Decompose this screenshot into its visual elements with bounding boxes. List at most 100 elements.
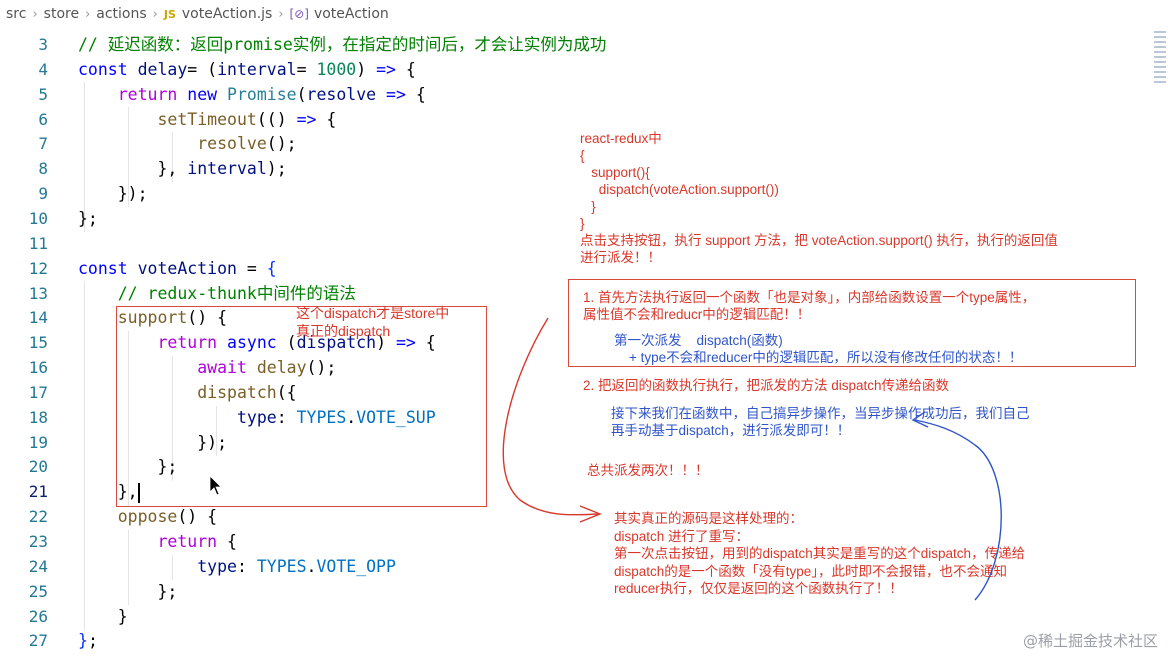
code-token: oppose: [117, 507, 178, 527]
watermark: @稀土掘金技术社区: [1022, 632, 1158, 650]
code-token: {: [395, 59, 416, 79]
code-token: },: [78, 482, 138, 502]
code-token: {: [415, 333, 436, 353]
code-token: await: [197, 358, 257, 378]
mouse-pointer-icon: [209, 475, 222, 496]
code-text: return new Promise(resolve => {: [78, 82, 426, 107]
chevron-right-icon: ›: [32, 6, 38, 22]
code-token: }: [78, 631, 88, 651]
breadcrumb-actions[interactable]: actions: [96, 6, 147, 22]
code-text: resolve();: [78, 131, 297, 156]
blue-curve-arrow: [914, 419, 1002, 601]
code-text: }, interval);: [78, 156, 287, 181]
code-token: = (: [187, 59, 218, 79]
line-number: 18: [28, 407, 48, 427]
line-number: 4: [38, 59, 48, 79]
code-text: // 延迟函数：返回promise实例，在指定的时间后，才会让实例为成功: [78, 32, 606, 57]
code-token: async: [227, 333, 287, 353]
code-token: );: [266, 159, 287, 179]
indent-guide: [128, 331, 129, 506]
code-token: }: [78, 606, 128, 626]
line-number: 24: [28, 556, 48, 576]
code-text: const voteAction = {: [78, 256, 277, 281]
red-curve-arrow: [502, 317, 599, 516]
code-token: // redux-thunk中间件的语法: [117, 283, 356, 303]
code-text: return async (dispatch) => {: [78, 330, 436, 355]
indent-guide: [172, 356, 173, 481]
code-token: setTimeout: [157, 109, 257, 129]
code-text: oppose() {: [78, 504, 217, 529]
indent-guide: [216, 406, 217, 456]
code-text: },: [78, 479, 140, 504]
code-token: =>: [386, 84, 406, 104]
code-token: };: [78, 457, 178, 477]
code-token: ();: [266, 134, 297, 154]
code-token: return: [117, 84, 188, 104]
code-token: };: [78, 581, 178, 601]
breadcrumb-store[interactable]: store: [43, 6, 80, 22]
line-number: 17: [28, 382, 48, 402]
code-token: resolve: [197, 134, 267, 154]
step1-note: 1. 首先方法执行返回一个函数「也是对象」，内部给函数设置一个type属性， 属…: [583, 290, 1036, 322]
code-token: () {: [177, 507, 218, 527]
line-number: 21: [28, 482, 48, 502]
line-number: 25: [28, 581, 48, 601]
breadcrumb-src[interactable]: src: [6, 6, 27, 22]
code-token: TYPES: [256, 556, 307, 576]
code-text: const delay= (interval= 1000) => {: [78, 57, 416, 82]
code-token: VOTE_SUP: [356, 407, 436, 427]
chevron-right-icon: ›: [152, 6, 158, 22]
source-code-note: 其实真正的源码是这样处理的： dispatch 进行了重写： 第一次点击按钮，用…: [614, 511, 1026, 596]
code-token: support: [117, 308, 188, 328]
line-number: 6: [38, 109, 48, 129]
code-text: await delay();: [78, 355, 336, 380]
line-number: 5: [38, 84, 48, 104]
line-number: 7: [38, 134, 48, 154]
code-token: ((): [256, 109, 297, 129]
code-token: },: [78, 159, 188, 179]
line-number: 15: [28, 333, 48, 353]
code-token: };: [78, 208, 98, 228]
box-label-note: 这个dispatch才是store中 真正的dispatch: [296, 305, 450, 339]
line-number: 26: [28, 606, 48, 626]
code-token: type: [197, 556, 237, 576]
code-token: .: [306, 556, 317, 576]
chevron-right-icon: ›: [278, 6, 284, 22]
code-text: type: TYPES.VOTE_OPP: [78, 554, 396, 579]
code-token: ): [356, 59, 377, 79]
javascript-file-icon: JS: [163, 7, 176, 21]
code-text: });: [78, 181, 148, 206]
code-token: =: [296, 59, 317, 79]
code-token: {: [405, 84, 426, 104]
code-text: return {: [78, 529, 236, 554]
line-number: 22: [28, 507, 48, 527]
indent-guide: [84, 281, 85, 631]
line-number: 8: [38, 159, 48, 179]
code-token: resolve: [306, 84, 377, 104]
code-token: =>: [376, 59, 396, 79]
line-number: 12: [28, 258, 48, 278]
code-token: dispatch: [296, 333, 377, 353]
minimap[interactable]: [1150, 28, 1168, 98]
line-number: 3: [38, 35, 48, 54]
line-number: 10: [28, 208, 48, 228]
code-token: type: [236, 407, 277, 427]
line-number: 11: [28, 233, 48, 253]
code-token: =>: [395, 333, 416, 353]
code-text: }: [78, 604, 128, 629]
breadcrumb-file[interactable]: voteAction.js: [181, 6, 273, 22]
breadcrumb-symbol[interactable]: voteAction: [313, 6, 389, 22]
code-text: type: TYPES.VOTE_SUP: [78, 405, 436, 430]
blue-arrowhead: [911, 411, 929, 428]
code-text: dispatch({: [78, 380, 297, 405]
line-number: 23: [28, 532, 48, 551]
code-token: interval: [217, 59, 297, 79]
code-token: // 延迟函数：返回promise实例，在指定的时间后，才会让实例为成功: [78, 35, 607, 54]
code-token: new: [187, 84, 228, 104]
code-token: {: [266, 258, 277, 278]
code-token: const: [78, 258, 138, 278]
line-number: 13: [28, 283, 48, 303]
step1-highlight-box: [568, 279, 1136, 367]
code-token: ({: [276, 382, 297, 402]
